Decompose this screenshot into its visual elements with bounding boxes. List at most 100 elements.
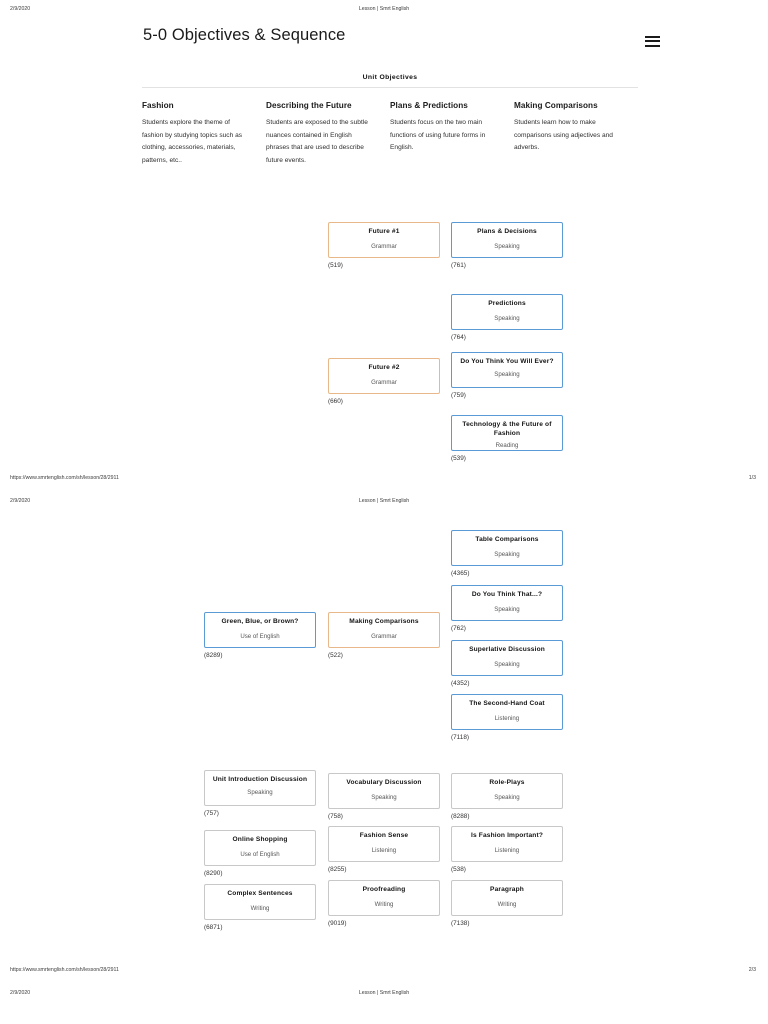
- lesson-card-title: Making Comparisons: [349, 618, 419, 625]
- lesson-card-id: (519): [328, 262, 343, 269]
- lesson-card-id: (758): [328, 813, 343, 820]
- print-header-title: Lesson | Smrt English: [358, 990, 410, 996]
- lesson-card-title: Predictions: [488, 300, 526, 307]
- print-header-date: 2/9/2020: [10, 990, 31, 996]
- objective-column: Plans & Predictions Students focus on th…: [390, 101, 514, 167]
- print-footer: https://www.smrtenglish.com/sh/lesson/28…: [0, 967, 768, 979]
- lesson-card-type: Use of English: [240, 850, 280, 858]
- lesson-card-title: Role-Plays: [489, 779, 525, 786]
- lesson-card-id: (660): [328, 398, 343, 405]
- lesson-card-id: (8255): [328, 866, 347, 873]
- print-header: 2/9/2020 Lesson | Smrt English: [0, 6, 768, 18]
- objective-body: Students are exposed to the subtle nuanc…: [266, 119, 368, 164]
- print-header: 2/9/2020 Lesson | Smrt English: [0, 498, 768, 510]
- lesson-card-type: Speaking: [494, 793, 520, 801]
- lesson-card-title: Technology & the Future of Fashion: [462, 421, 552, 437]
- print-footer-url: https://www.smrtenglish.com/sh/lesson/28…: [10, 475, 119, 481]
- objective-title: Plans & Predictions: [390, 101, 468, 110]
- objectives-columns: Fashion Students explore the theme of fa…: [142, 101, 638, 167]
- objective-column: Fashion Students explore the theme of fa…: [142, 101, 266, 167]
- lesson-card-type: Writing: [497, 900, 517, 908]
- lesson-card-title: Complex Sentences: [227, 890, 293, 897]
- lesson-card-type: Reading: [495, 442, 519, 450]
- lesson-card-title: Fashion Sense: [359, 832, 409, 839]
- objective-column: Describing the Future Students are expos…: [266, 101, 390, 167]
- lesson-card-id: (538): [451, 866, 466, 873]
- lesson-card-type: Speaking: [494, 242, 520, 250]
- lesson-card-type: Speaking: [494, 660, 520, 668]
- print-footer-page-number: 2/3: [748, 967, 756, 973]
- lesson-card-id: (522): [328, 652, 343, 659]
- lesson-card-title: Do You Think You Will Ever?: [460, 358, 554, 365]
- print-header-date: 2/9/2020: [10, 6, 31, 12]
- lesson-card-title: Unit Introduction Discussion: [212, 776, 308, 783]
- print-page-1: 2/9/2020 Lesson | Smrt English 5-0 Objec…: [0, 0, 768, 492]
- lesson-card-title: The Second-Hand Coat: [469, 700, 545, 707]
- lesson-card-type: Speaking: [247, 788, 273, 796]
- lesson-card-title: Green, Blue, or Brown?: [221, 618, 299, 625]
- lesson-card-title: Online Shopping: [232, 836, 288, 843]
- lesson-card-title: Paragraph: [490, 886, 524, 893]
- print-footer-url: https://www.smrtenglish.com/sh/lesson/28…: [10, 967, 119, 973]
- lesson-card[interactable]: Is Fashion Important?Listening: [451, 826, 563, 862]
- lesson-card-title: Vocabulary Discussion: [346, 779, 422, 786]
- lesson-card-type: Listening: [494, 846, 520, 854]
- lesson-card-title: Future #2: [368, 364, 400, 371]
- objective-title: Fashion: [142, 101, 174, 110]
- lesson-card-type: Grammar: [371, 242, 397, 250]
- lesson-card-id: (757): [204, 810, 219, 817]
- lesson-card-id: (762): [451, 625, 466, 632]
- lesson-card-type: Listening: [494, 714, 520, 722]
- lesson-card-id: (9019): [328, 920, 347, 927]
- print-header: 2/9/2020 Lesson | Smrt English: [0, 990, 768, 1002]
- hamburger-bar: [645, 36, 660, 38]
- hamburger-bar: [645, 40, 660, 43]
- print-footer-page-number: 1/3: [748, 475, 756, 481]
- lesson-card-type: Speaking: [494, 370, 520, 378]
- lesson-card-id: (539): [451, 455, 466, 462]
- lesson-card[interactable]: Future #2 Grammar: [328, 358, 440, 394]
- lesson-card[interactable]: Green, Blue, or Brown?Use of English: [204, 612, 316, 648]
- objective-body: Students learn how to make comparisons u…: [514, 119, 613, 152]
- unit-objectives-heading: Unit Objectives: [362, 74, 418, 81]
- print-page-2: 2/9/2020 Lesson | Smrt English Table Com…: [0, 492, 768, 984]
- print-footer: https://www.smrtenglish.com/sh/lesson/28…: [0, 475, 768, 487]
- lesson-card-type: Grammar: [371, 632, 397, 640]
- lesson-card-id: (4352): [451, 680, 470, 687]
- objective-body: Students explore the theme of fashion by…: [142, 119, 243, 164]
- hamburger-bar: [645, 44, 660, 47]
- print-page-3: 2/9/2020 Lesson | Smrt English: [0, 984, 768, 1024]
- lesson-card-id: (761): [451, 262, 466, 269]
- lesson-card-title: Table Comparisons: [475, 536, 539, 543]
- lesson-card-id: (4365): [451, 570, 470, 577]
- hamburger-menu-icon[interactable]: [645, 36, 660, 47]
- lesson-card[interactable]: Do You Think You Will Ever? Speaking: [451, 352, 563, 388]
- lesson-card-id: (764): [451, 334, 466, 341]
- lesson-card-id: (7138): [451, 920, 470, 927]
- lesson-card-type: Writing: [374, 900, 394, 908]
- lesson-card-id: (8288): [451, 813, 470, 820]
- lesson-card[interactable]: Do You Think That...? Speaking: [451, 585, 563, 621]
- divider: [142, 87, 638, 88]
- lesson-card-id: (7118): [451, 734, 469, 741]
- lesson-card-title: Do You Think That...?: [471, 591, 543, 598]
- print-header-title: Lesson | Smrt English: [358, 498, 410, 504]
- lesson-card-type: Grammar: [371, 378, 397, 386]
- lesson-card-type: Speaking: [494, 605, 520, 613]
